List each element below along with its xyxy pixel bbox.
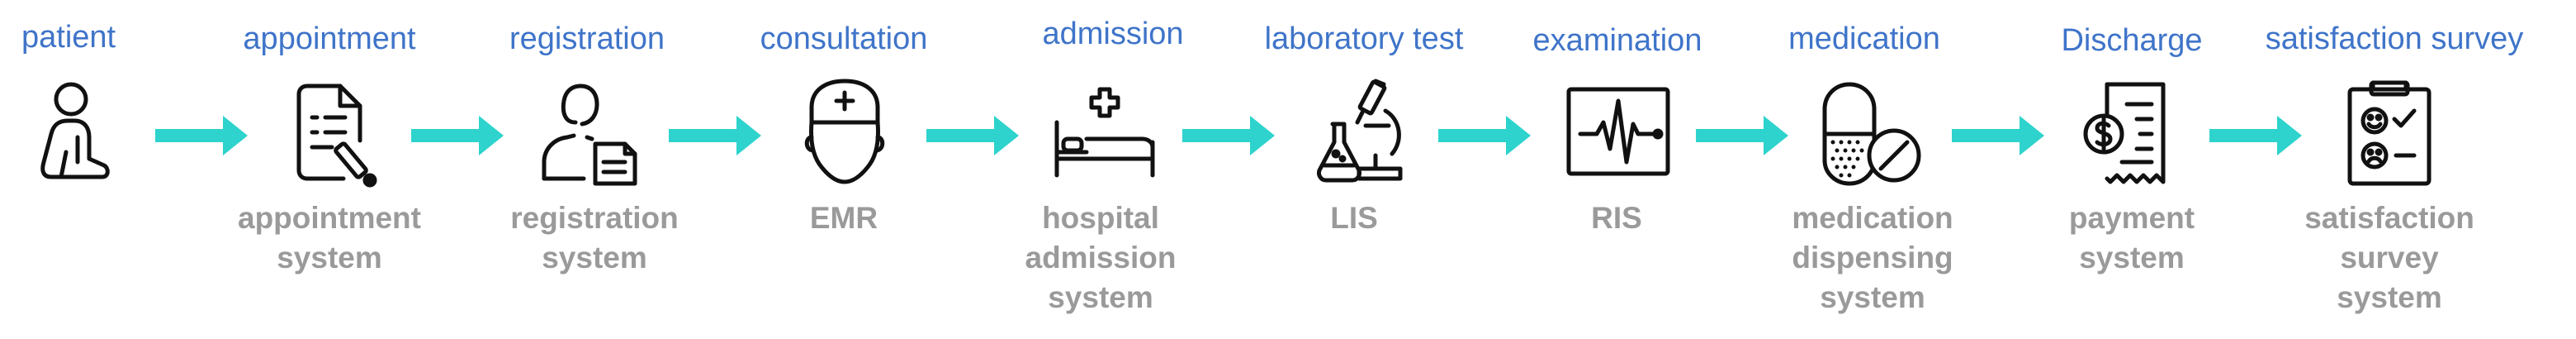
system-label-line: appointment: [238, 201, 421, 235]
system-label-medication-dispensing: medication dispensing system: [1749, 198, 1996, 318]
flow-arrow: [155, 116, 248, 155]
hospital-bed-icon: [1047, 76, 1163, 192]
system-label-line: system: [542, 241, 647, 275]
system-label-line: medication: [1792, 201, 1953, 235]
flow-arrow: [1696, 116, 1788, 155]
system-label-emr: EMR: [720, 198, 968, 238]
step-title-patient: patient: [21, 20, 116, 55]
system-label-registration: registration system: [471, 198, 718, 278]
flow-arrow: [1952, 116, 2044, 155]
step-title-admission: admission: [1042, 17, 1184, 51]
step-title-laboratory-test: laboratory test: [1264, 21, 1464, 56]
system-label-line: system: [1820, 280, 1925, 314]
system-label-line: hospital: [1042, 201, 1159, 235]
flow-arrow: [926, 116, 1019, 155]
step-title-appointment: appointment: [243, 21, 416, 56]
doctor-icon: [787, 74, 902, 190]
system-label-line: satisfaction: [2304, 201, 2474, 235]
system-label-line: dispensing: [1792, 241, 1953, 275]
heart-monitor-icon: [1560, 76, 1676, 192]
system-label-line: admission: [1025, 241, 1177, 275]
step-title-consultation: consultation: [760, 21, 928, 56]
system-label-line: LIS: [1330, 201, 1378, 235]
registration-person-document-icon: [533, 76, 648, 192]
step-title-satisfaction-survey: satisfaction survey: [2265, 21, 2524, 56]
flow-arrow: [669, 116, 761, 155]
system-label-line: registration: [510, 201, 679, 235]
system-label-line: EMR: [809, 201, 878, 235]
pill-capsule-icon: [1815, 76, 1930, 192]
system-label-satisfaction-survey: satisfaction survey system: [2266, 198, 2513, 318]
flow-arrow: [1182, 116, 1275, 155]
system-label-payment: payment system: [2008, 198, 2256, 278]
system-label-lis: LIS: [1230, 198, 1478, 238]
flow-arrow: [2209, 116, 2302, 155]
system-label-line: system: [2337, 280, 2442, 314]
flow-arrow: [1438, 116, 1531, 155]
flow-arrow: [411, 116, 504, 155]
step-title-medication: medication: [1788, 21, 1940, 56]
system-label-hospital-admission: hospital admission system: [977, 198, 1224, 318]
system-label-line: system: [2079, 241, 2185, 275]
system-label-line: payment: [2068, 201, 2195, 235]
microscope-flask-icon: [1308, 76, 1423, 192]
system-label-line: system: [1048, 280, 1153, 314]
patient-icon: [18, 76, 134, 192]
step-title-discharge: Discharge: [2061, 23, 2203, 58]
system-label-ris: RIS: [1493, 198, 1740, 238]
step-title-registration: registration: [509, 21, 665, 56]
system-label-line: RIS: [1591, 201, 1642, 235]
appointment-document-icon: [272, 76, 388, 192]
step-title-examination: examination: [1532, 23, 1702, 58]
system-label-line: system: [277, 241, 382, 275]
satisfaction-survey-icon: [2332, 76, 2447, 192]
system-label-line: survey: [2340, 241, 2439, 275]
payment-receipt-icon: [2076, 76, 2191, 192]
system-label-appointment: appointment system: [206, 198, 453, 278]
